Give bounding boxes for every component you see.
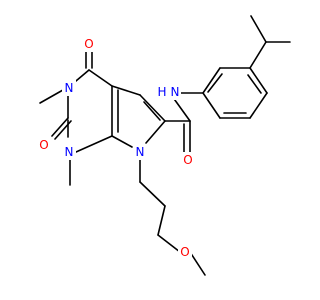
oxygen-label: O — [37, 137, 51, 153]
bond — [157, 205, 166, 236]
bond — [249, 67, 268, 94]
bond — [250, 15, 267, 43]
atom-h-amide: H — [157, 85, 166, 99]
oxygen-label: O — [178, 244, 192, 260]
atom-o-c4: O — [84, 37, 93, 51]
bond — [51, 117, 69, 137]
amide-nh-label: H N — [155, 84, 181, 100]
atom-n1: N — [65, 145, 74, 159]
molecule-canvas: O N O N N H N O O — [37, 15, 291, 276]
bond — [145, 120, 166, 144]
nitrogen-label: N — [133, 144, 147, 160]
bond — [249, 41, 267, 69]
bond — [111, 135, 133, 148]
atom-n-amide: N — [171, 85, 180, 99]
bond — [202, 67, 221, 94]
bond — [139, 94, 166, 122]
atom-n7: N — [136, 145, 145, 159]
bond — [207, 73, 223, 93]
bonds — [39, 15, 291, 276]
bond — [157, 234, 181, 253]
bond — [171, 95, 191, 122]
atom-o-c2: O — [39, 138, 48, 152]
oxygen-label: O — [181, 152, 195, 168]
bond — [189, 251, 206, 276]
bond — [111, 85, 141, 96]
atom-o-amide: O — [183, 153, 192, 167]
bond — [202, 92, 221, 119]
bond — [249, 92, 268, 119]
atom-o-ether: O — [180, 245, 189, 259]
bond — [75, 135, 113, 153]
bond — [143, 101, 161, 121]
nitrogen-label: N — [62, 80, 76, 96]
atom-labels: O N O N N H N O O — [37, 36, 195, 260]
bond — [139, 181, 166, 207]
nitrogen-label: N — [62, 144, 76, 160]
oxygen-label: O — [82, 36, 96, 52]
structure-diagram: O N O N N H N O O — [37, 15, 291, 276]
bond — [88, 69, 113, 87]
atom-n3: N — [65, 81, 74, 95]
bond — [247, 74, 262, 94]
